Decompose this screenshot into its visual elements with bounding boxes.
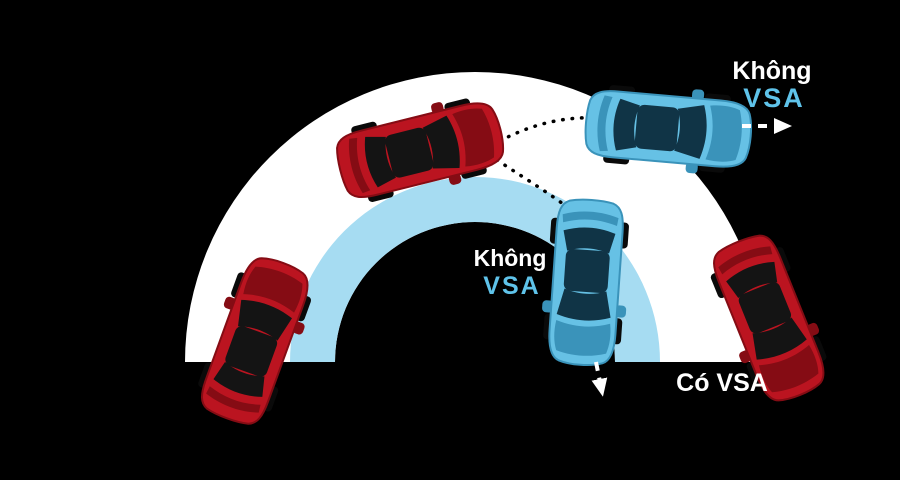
no-vsa-arrow-down [591,361,608,397]
label-no-vsa-center-line2: VSA [483,272,540,300]
label-with-vsa: Có VSA [676,369,768,397]
no-vsa-car-spin [537,196,635,369]
label-no-vsa-right-line1: Không [732,57,811,85]
label-no-vsa-center-line1: Không [474,245,547,271]
label-no-vsa-right-line2: VSA [743,83,805,113]
